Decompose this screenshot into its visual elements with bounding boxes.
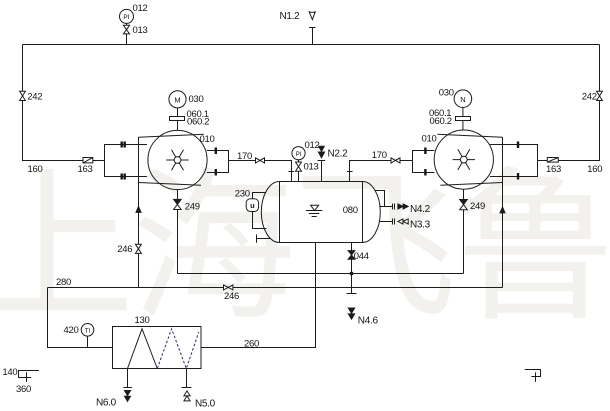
svg-text:246: 246 — [117, 244, 132, 255]
svg-text:242: 242 — [27, 92, 42, 103]
svg-text:030: 030 — [439, 87, 454, 98]
svg-text:013: 013 — [304, 162, 319, 173]
svg-text:280: 280 — [56, 277, 71, 288]
svg-text:013: 013 — [133, 25, 148, 36]
svg-text:160: 160 — [28, 164, 43, 175]
svg-text:上海飞鲁: 上海飞鲁 — [0, 156, 610, 340]
svg-text:170: 170 — [237, 151, 252, 162]
svg-text:N1.2: N1.2 — [280, 11, 301, 22]
svg-text:060.2: 060.2 — [430, 116, 452, 127]
svg-text:PI: PI — [296, 151, 302, 158]
svg-text:246: 246 — [224, 291, 239, 302]
svg-text:060.2: 060.2 — [187, 116, 209, 127]
svg-text:163: 163 — [546, 164, 561, 175]
svg-text:060.1: 060.1 — [429, 108, 451, 119]
svg-text:242: 242 — [582, 92, 597, 103]
svg-text:010: 010 — [200, 134, 215, 145]
svg-text:360: 360 — [16, 384, 31, 395]
svg-text:030: 030 — [189, 94, 204, 105]
svg-text:012: 012 — [133, 3, 148, 14]
svg-text:160: 160 — [587, 164, 602, 175]
svg-text:010: 010 — [422, 133, 437, 144]
svg-text:420: 420 — [64, 325, 79, 336]
svg-text:163: 163 — [78, 164, 93, 175]
svg-text:TI: TI — [85, 328, 91, 334]
svg-text:N3.3: N3.3 — [410, 219, 431, 230]
svg-text:PI: PI — [123, 14, 129, 21]
svg-text:M: M — [174, 96, 180, 105]
svg-text:080: 080 — [343, 205, 358, 216]
svg-text:249: 249 — [185, 201, 200, 212]
svg-text:130: 130 — [135, 315, 150, 326]
svg-text:230: 230 — [235, 189, 250, 200]
svg-text:140: 140 — [2, 367, 17, 378]
svg-text:249: 249 — [470, 201, 485, 212]
svg-text:012: 012 — [305, 140, 320, 151]
svg-text:170: 170 — [372, 150, 387, 161]
svg-text:N5.0: N5.0 — [195, 399, 216, 410]
svg-text:N4.2: N4.2 — [410, 204, 431, 215]
svg-text:044: 044 — [354, 251, 369, 262]
svg-text:060.1: 060.1 — [187, 109, 209, 120]
svg-text:N6.0: N6.0 — [96, 398, 117, 409]
svg-text:N4.6: N4.6 — [358, 315, 379, 326]
svg-text:N2.2: N2.2 — [328, 148, 349, 159]
svg-text:260: 260 — [244, 338, 259, 349]
svg-text:N: N — [460, 95, 465, 104]
svg-text:u: u — [250, 201, 255, 210]
